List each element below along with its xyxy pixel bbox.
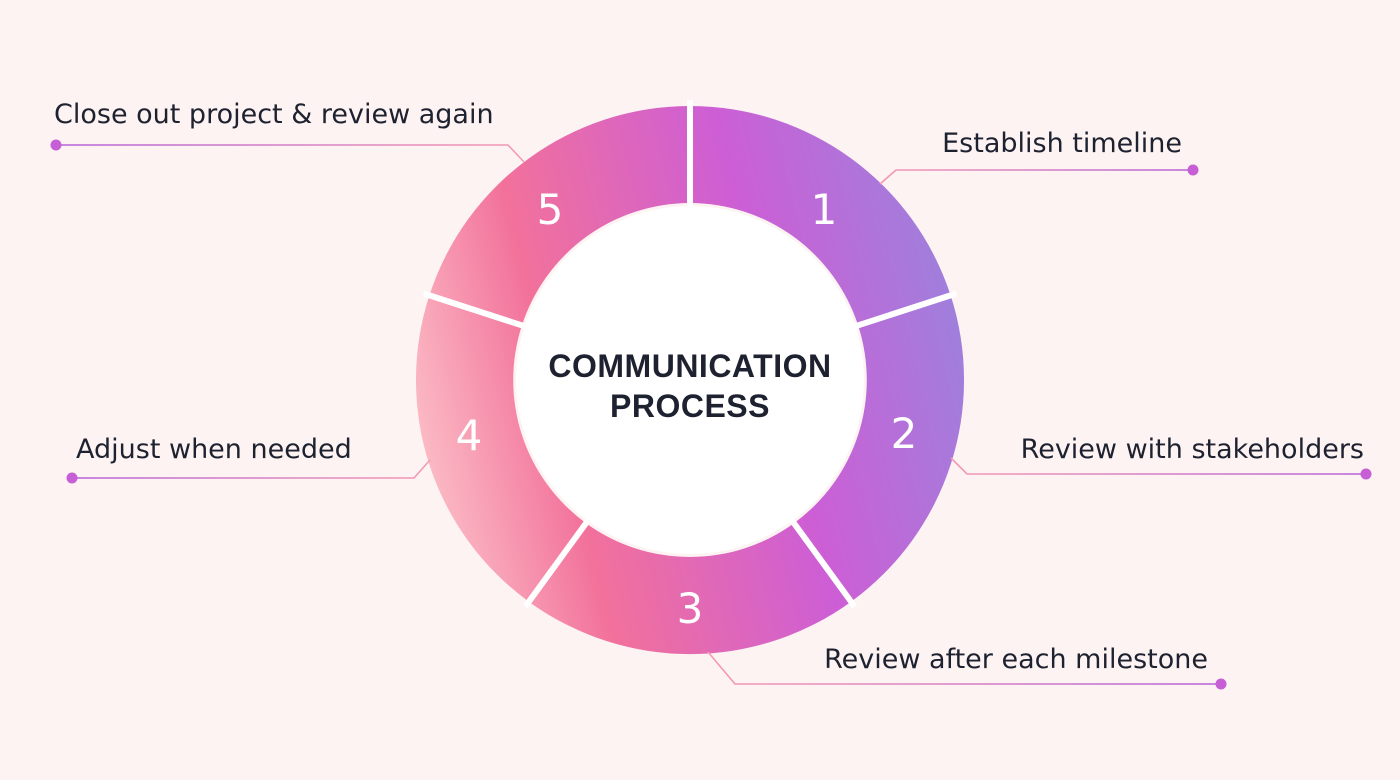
connector-dot [1215, 678, 1227, 690]
segment-3 [528, 523, 852, 655]
segment-1 [690, 106, 951, 326]
connector-dot [66, 472, 78, 484]
step-label-3: Review after each milestone [824, 644, 1208, 675]
center-title-line-2: PROCESS [610, 388, 770, 424]
segment-4 [415, 295, 586, 602]
segment-number-3: 3 [677, 584, 704, 633]
segment-number-5: 5 [537, 185, 564, 234]
center-circle [516, 206, 864, 554]
center-title-line-1: COMMUNICATION [548, 348, 831, 384]
connector-5 [56, 144, 525, 163]
connector-dot [50, 139, 62, 151]
segment-number-4: 4 [456, 411, 483, 460]
separator-line [851, 290, 958, 331]
separator-line [422, 290, 529, 331]
step-label-1: Establish timeline [942, 128, 1182, 159]
step-label-4: Adjust when needed [76, 434, 352, 465]
connector-3 [707, 651, 1221, 685]
step-label-2: Review with stakeholders [1021, 434, 1364, 465]
connector-dot [1360, 468, 1372, 480]
connector-4 [72, 459, 431, 479]
connector-dots [50, 139, 1372, 690]
step-label-5: Close out project & review again [54, 99, 494, 130]
ring-segments [415, 105, 965, 655]
segment-number-2: 2 [891, 409, 918, 458]
connector-2 [950, 457, 1366, 475]
segment-2 [794, 295, 965, 602]
connector-1 [879, 169, 1193, 185]
separator-line [788, 516, 858, 609]
segment-5 [429, 105, 690, 326]
separator-line [522, 516, 592, 609]
connector-lines [56, 144, 1366, 685]
segment-number-1: 1 [811, 185, 838, 234]
connector-dot [1187, 164, 1199, 176]
segment-separators [422, 100, 958, 609]
